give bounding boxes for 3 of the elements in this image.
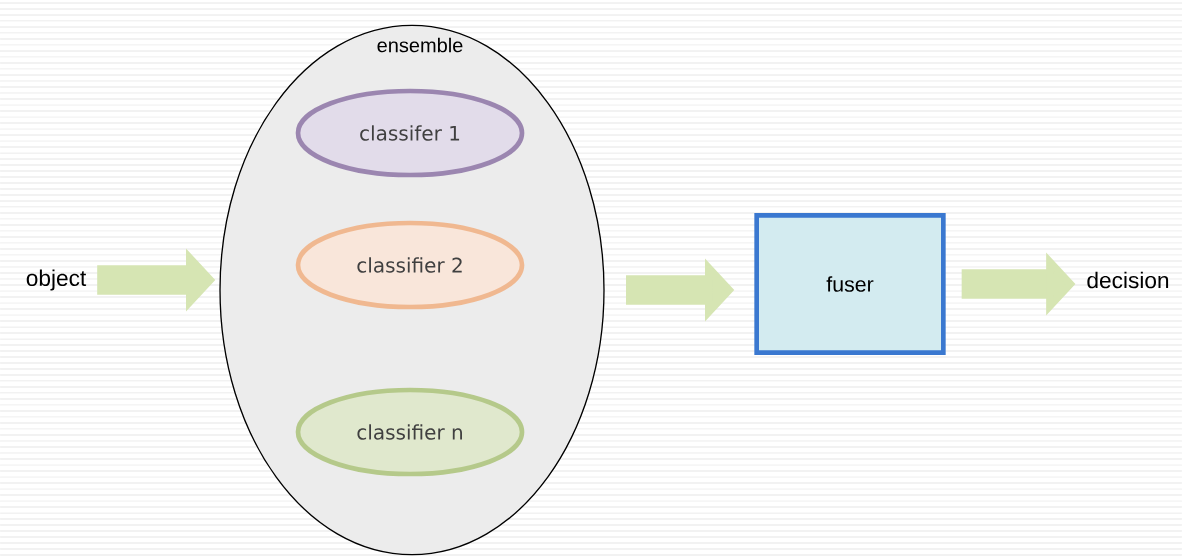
label-text: decision [1087, 271, 1169, 289]
fuser-box: fuser [754, 213, 946, 355]
label-text: object [26, 269, 87, 291]
